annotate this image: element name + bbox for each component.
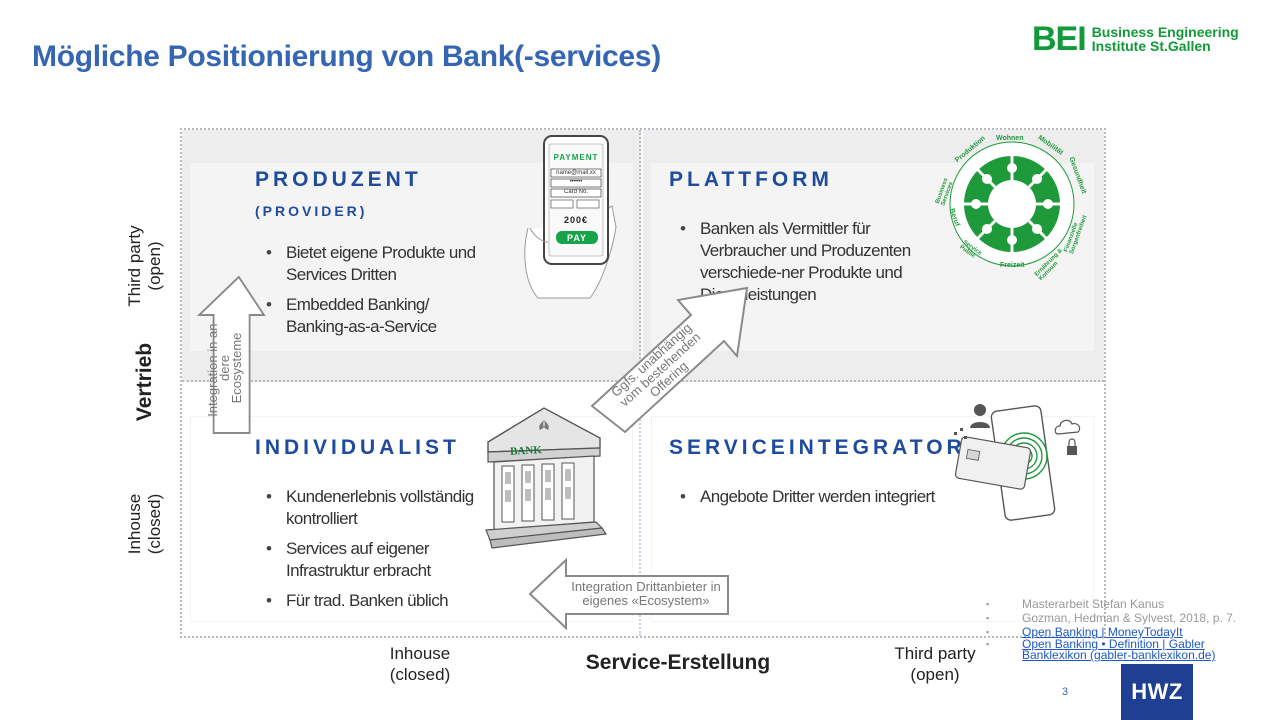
y-top-line-1: Third party	[125, 225, 144, 307]
x-right-line-1: Third party	[894, 644, 976, 663]
logo-line-1: Business Engineering	[1091, 24, 1239, 40]
wheel-label-freizeit: Freizeit	[1000, 262, 1025, 269]
list-item: Bietet eigene Produkte und Services Drit…	[262, 242, 482, 286]
individualist-bullets: Kundenerlebnis vollständig kontrolliert …	[262, 486, 498, 620]
up-arrow-label: Integration in an- dere Ecosysteme	[205, 293, 244, 443]
x-axis-right-label: Third party (open)	[880, 643, 990, 685]
reference-item[interactable]: Open Banking • Definition | Gabler Bankl…	[984, 637, 1254, 662]
produzent-subheading: (PROVIDER)	[255, 203, 368, 219]
hwz-logo: HWZ	[1121, 664, 1193, 720]
references-list: Masterarbeit Stefan Kanus Gozman, Hedman…	[984, 597, 1254, 661]
individualist-heading: INDIVIDUALIST	[255, 436, 460, 459]
y-axis-title: Vertrieb	[133, 342, 156, 422]
page-number: 3	[1062, 686, 1069, 698]
y-axis-top-label: Third party (open)	[125, 221, 165, 311]
diagonal-arrow	[590, 286, 749, 434]
phone-header: PAYMENT	[553, 153, 599, 162]
phone-field-password: ••••••	[569, 179, 583, 185]
reference-item[interactable]: Open Banking | MoneyTodayIt	[984, 625, 1254, 639]
service-integrator-illustration	[954, 404, 1081, 521]
up-arrow	[196, 275, 266, 434]
platform-wheel-illustration	[949, 141, 1075, 267]
y-top-line-2: (open)	[145, 241, 164, 291]
phone-field-email: name@mail.xx	[556, 170, 596, 176]
phone-field-card: Card No.	[563, 189, 588, 195]
bei-logo: BEI Business Engineering Institute St.Ga…	[1032, 20, 1239, 58]
logo-mark: BEI	[1032, 20, 1087, 58]
x-axis-title: Service-Erstellung	[585, 651, 771, 674]
logo-text: Business Engineering Institute St.Gallen	[1092, 25, 1239, 53]
produzent-heading: PRODUZENT	[255, 168, 422, 191]
list-item: Angebote Dritter werden integriert	[676, 486, 976, 508]
logo-line-2: Institute St.Gallen	[1091, 38, 1211, 54]
left-arrow-line-1: Integration Drittanbieter in	[571, 579, 721, 594]
serviceintegrator-bullets: Angebote Dritter werden integriert	[676, 486, 976, 516]
list-item: Für trad. Banken üblich	[262, 590, 498, 612]
x-left-line-1: Inhouse	[389, 644, 451, 663]
x-right-line-2: (open)	[910, 665, 960, 684]
reference-text: Gozman, Hedman & Sylvest, 2018, p. 7.	[1022, 611, 1237, 625]
produzent-bullets: Bietet eigene Produkte und Services Drit…	[262, 242, 482, 346]
left-arrow-label: Integration Drittanbieter in eigenes «Ec…	[560, 580, 732, 608]
y-bottom-line-2: (closed)	[145, 493, 164, 555]
list-item: Services auf eigener Infrastruktur erbra…	[262, 538, 498, 582]
phone-amount: 200€	[563, 215, 589, 225]
serviceintegrator-heading: SERVICEINTEGRATOR	[669, 436, 966, 459]
reference-link[interactable]: Open Banking • Definition | Gabler Bankl…	[1022, 637, 1216, 662]
reference-item: Gozman, Hedman & Sylvest, 2018, p. 7.	[984, 611, 1254, 625]
quadrant-grid	[180, 128, 1106, 638]
x-axis-left-label: Inhouse (closed)	[370, 643, 470, 685]
list-item: Embedded Banking/ Banking-as-a-Service	[262, 294, 482, 338]
reference-item: Masterarbeit Stefan Kanus	[984, 597, 1254, 611]
bank-building-illustration	[485, 407, 608, 549]
left-arrow-line-2: eigenes «Ecosystem»	[582, 593, 710, 608]
phone-pay-button: PAY	[566, 233, 587, 243]
plattform-heading: PLATTFORM	[669, 168, 833, 191]
reference-text: Masterarbeit Stefan Kanus	[1022, 597, 1165, 611]
x-left-line-2: (closed)	[389, 665, 451, 684]
up-arrow-line-3: Ecosysteme	[229, 332, 244, 404]
page-title: Mögliche Positionierung von Bank(-servic…	[32, 40, 661, 73]
list-item: Kundenerlebnis vollständig kontrolliert	[262, 486, 498, 530]
left-arrow	[528, 557, 729, 631]
reference-link[interactable]: Open Banking | MoneyTodayIt	[1022, 625, 1183, 639]
phone-payment-illustration	[524, 135, 617, 299]
y-axis-bottom-label: Inhouse (closed)	[125, 479, 165, 569]
wheel-label-wohnen: Wohnen	[996, 135, 1024, 142]
y-bottom-line-1: Inhouse	[125, 493, 144, 555]
